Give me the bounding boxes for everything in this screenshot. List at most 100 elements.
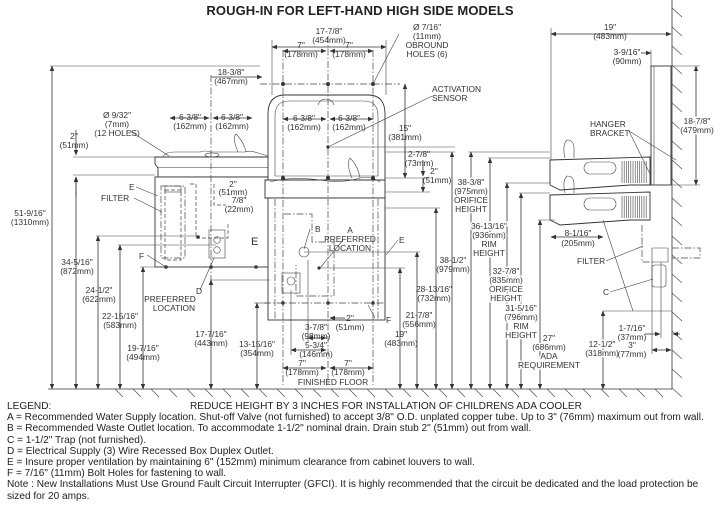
wall-hatch-mark [671,368,683,379]
dim-ada-label-2: REQUIREMENT [518,360,580,370]
floor-hatch-mark [366,388,376,398]
dim-2-bottom: 2" [346,313,354,323]
label-a: A [347,225,353,235]
label-filter-front: FILTER [101,193,129,203]
floor-hatch-mark [600,388,610,398]
dim-28-13-16: 28-13/16" [416,284,452,294]
label-a-location: LOCATION [329,243,371,253]
floor-hatch-mark [330,388,340,398]
activation-sensor-label-2: SENSOR [432,93,467,103]
dim-34-5-16-mm: (872mm) [60,266,94,276]
dim-hole-spacing-right-mm: (178mm) [332,49,366,59]
rough-in-drawing: 17-7/8" (454mm) 7" (178mm) 7" (178mm) Ø … [11,0,715,398]
dim-38-1-2: 38-1/2" [440,255,467,265]
dim-ada-label: ADA [540,351,558,361]
wall-hatch-mark [671,216,683,227]
dim-hole-spacing-right: 7" [345,40,353,50]
label-f-left: F [139,251,144,261]
floor-hatch-mark [276,388,286,398]
wall-hatch-mark [671,64,683,75]
dim-2-7-8: 2-7/8" [408,149,430,159]
floor-hatch-mark [348,388,358,398]
label-e-right: E [399,235,405,245]
floor-hatch-mark [510,388,520,398]
floor-hatch-mark [114,388,124,398]
floor-hatch-mark [420,388,430,398]
dim-offset-7-8: 7/8" [232,195,247,205]
label-d-preferred: PREFERRED [144,294,196,304]
legend-item-e: E = Insure proper ventilation by maintai… [7,457,475,469]
dim-depth-mm: (483mm) [593,31,627,41]
wall-hatch-mark [671,140,683,151]
label-e-mid: E [251,236,258,248]
dim-offset-7-8-mm: (22mm) [225,204,254,214]
wall-hatch-mark [671,102,683,113]
dim-1-7-16-mm: (37mm) [618,332,647,342]
dim-2-right: 2" [430,166,438,176]
dim-right-hole-left-mm: (162mm) [287,122,321,132]
dim-orifice-low-mm: (835mm) [489,275,523,285]
wall-hatch-mark [671,159,683,170]
louvers-high [621,161,647,183]
dim-2-right-mm: (51mm) [423,175,452,185]
dim-overall-height-mm: (1310mm) [11,217,49,227]
wall-hatch [671,7,683,398]
hanger-bracket-label-2: BRACKET [590,128,630,138]
floor-hatch-mark [582,388,592,398]
dim-19-7-16-mm: (494mm) [126,352,160,362]
dim-8-1-16-mm: (205mm) [561,238,595,248]
floor-hatch-mark [456,388,466,398]
wall-hatch-mark [671,197,683,208]
dim-left-hole-right: 6-3/8" [221,112,243,122]
floor-hatch-mark [618,388,628,398]
wall-hatch-mark [671,387,683,398]
wall-hatch-mark [671,254,683,265]
floor-hatch-mark [150,388,160,398]
front-dimension-text: 17-7/8" (454mm) 7" (178mm) 7" (178mm) Ø … [11,22,481,387]
obround-holes-count: HOLES (6) [407,49,448,59]
dim-overall-height: 51-9/16" [14,208,45,218]
dim-bracket-height-mm: (479mm) [680,125,714,135]
dim-19: 19" [395,329,407,339]
floor-hatch-mark [402,388,412,398]
dim-orifice-low-label-2: HEIGHT [490,293,522,303]
dim-21-7-8-mm: (556mm) [402,319,436,329]
dim-bracket-depth: 3-9/16" [614,47,641,57]
activation-sensor-label: ACTIVATION [432,84,481,94]
label-a-preferred: PREFERRED [324,234,376,244]
dim-orifice-low-label: ORIFICE [489,284,523,294]
dim-3: 3" [628,340,636,350]
floor-hatch-mark [474,388,484,398]
dim-bracket-height: 18-7/8" [684,116,711,126]
floor-hatch-mark [204,388,214,398]
label-e-left: E [129,182,135,192]
dim-12-1-2: 12-1/2" [589,339,616,349]
wall-hatch-mark [671,178,683,189]
label-b: B [315,224,321,234]
dim-offset-2: 2" [229,179,237,189]
dim-left-hole-right-mm: (162mm) [215,121,249,131]
obround-holes-type: OBROUND [406,40,449,50]
wall-hatch-mark [671,121,683,132]
dim-rim-low-mm: (796mm) [504,312,538,322]
floor-hatch-mark [258,388,268,398]
dim-3-7-8-mm: (98mm) [302,331,331,341]
dim-rim-high: 36-13/16" [471,221,507,231]
wall-hatch-mark [671,292,683,303]
dim-rim-high-label-2: HEIGHT [473,248,505,258]
dim-bottom-left-7: 7" [298,358,306,368]
legend-item-a: A = Recommended Water Supply location. S… [7,412,704,424]
dim-34-5-16: 34-5/16" [61,257,92,267]
dim-orifice-high-label-2: HEIGHT [455,204,487,214]
finished-floor-label: FINISHED FLOOR [298,377,368,387]
dim-orifice-high-label: ORIFICE [454,195,488,205]
floor-hatch-mark [492,388,502,398]
dim-5-3-4: 5-3/4" [305,340,327,350]
dim-1-7-16: 1-7/16" [619,323,646,333]
dim-12-1-2-mm: (318mm) [585,348,619,358]
low-bowl [154,133,287,269]
floor-hatch-mark [312,388,322,398]
floor-hatch-mark [294,388,304,398]
legend-item-b: B = Recommended Waste Outlet location. T… [7,423,532,435]
wall-hatch-mark [671,330,683,341]
